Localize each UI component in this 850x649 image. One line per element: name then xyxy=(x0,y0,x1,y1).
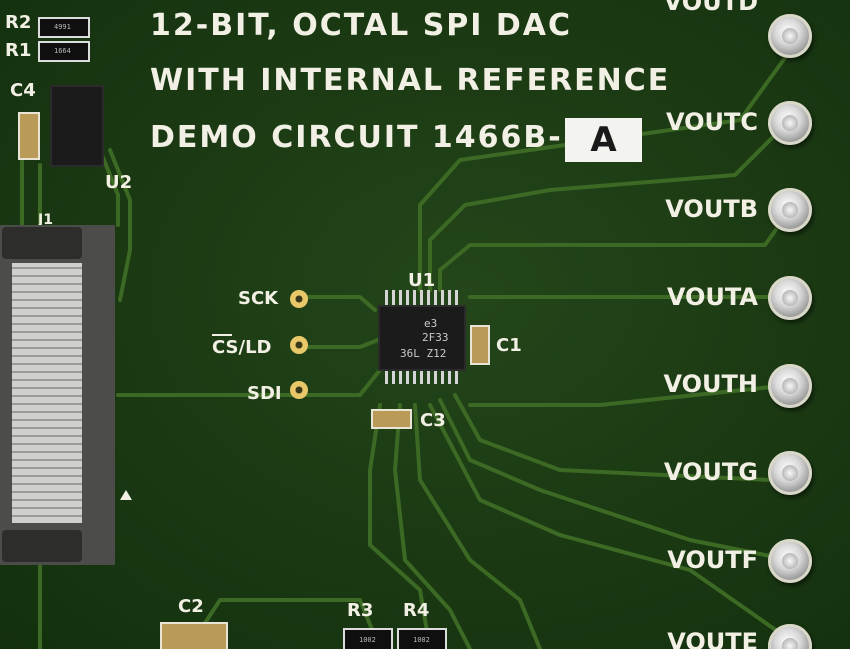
refdes-u2: U2 xyxy=(105,172,133,193)
refdes-c3: C3 xyxy=(420,410,446,431)
r1-marking: 1664 xyxy=(54,47,71,55)
resistor-r4: 1002 xyxy=(397,628,447,649)
connector-latch-top xyxy=(2,227,82,259)
dac-chip-u1: e3 2F33 36L Z12 xyxy=(378,305,466,371)
refdes-r3: R3 xyxy=(347,600,374,621)
turret-vout-top[interactable] xyxy=(768,14,812,58)
chip-u2 xyxy=(50,85,104,167)
label-voutf: VOUTF xyxy=(667,546,758,574)
board-title-line2: WITH INTERNAL REFERENCE xyxy=(150,63,671,98)
u1-pins-top xyxy=(385,290,461,308)
label-voutg: VOUTG xyxy=(663,458,758,486)
label-sck: SCK xyxy=(238,288,279,309)
refdes-r2: R2 xyxy=(5,12,32,33)
turret-voutb[interactable] xyxy=(768,188,812,232)
capacitor-c4 xyxy=(18,112,40,160)
refdes-c4: C4 xyxy=(10,80,36,101)
refdes-r1: R1 xyxy=(5,40,32,61)
chip-marking-3: 36L Z12 xyxy=(400,347,447,360)
capacitor-c1 xyxy=(470,325,490,365)
connector-slot xyxy=(12,263,82,523)
label-cs-ld: CS/LD xyxy=(212,334,272,358)
resistor-r3: 1002 xyxy=(343,628,393,649)
r4-marking: 1002 xyxy=(413,636,430,644)
connector-latch-bottom xyxy=(2,530,82,562)
refdes-r4: R4 xyxy=(403,600,430,621)
chip-marking-1: e3 xyxy=(424,317,438,330)
turret-voutc[interactable] xyxy=(768,101,812,145)
testpoint-sck[interactable] xyxy=(290,290,308,308)
r2-marking: 4991 xyxy=(54,23,71,31)
label-cs-ld-text: CS/LD xyxy=(212,337,272,358)
label-voutc: VOUTC xyxy=(665,108,758,136)
label-voutb: VOUTB xyxy=(665,195,758,223)
label-vouta: VOUTA xyxy=(666,283,758,311)
label-vouth: VOUTH xyxy=(663,370,759,398)
refdes-c2: C2 xyxy=(178,596,204,617)
board-title-line3: DEMO CIRCUIT 1466B- xyxy=(150,120,563,155)
chip-marking-2: 2F33 xyxy=(422,331,449,344)
variant-sticker: A xyxy=(565,118,642,162)
testpoint-cs-ld[interactable] xyxy=(290,336,308,354)
label-vout-top: VOUTD xyxy=(663,0,758,16)
cs-overbar xyxy=(212,334,232,336)
resistor-r1: 1664 xyxy=(38,41,90,62)
capacitor-c3 xyxy=(371,409,412,429)
r3-marking: 1002 xyxy=(359,636,376,644)
refdes-c1: C1 xyxy=(496,335,522,356)
capacitor-c2 xyxy=(160,622,228,649)
label-voute: VOUTE xyxy=(667,628,758,649)
label-sdi: SDI xyxy=(247,383,282,404)
resistor-r2: 4991 xyxy=(38,17,90,38)
turret-voutg[interactable] xyxy=(768,451,812,495)
turret-voutf[interactable] xyxy=(768,539,812,583)
turret-vouta[interactable] xyxy=(768,276,812,320)
turret-vouth[interactable] xyxy=(768,364,812,408)
ribbon-connector-j1[interactable] xyxy=(0,225,115,565)
refdes-u1: U1 xyxy=(408,270,436,291)
variant-label: A xyxy=(590,120,617,160)
refdes-j1: J1 xyxy=(38,212,53,228)
testpoint-sdi[interactable] xyxy=(290,381,308,399)
board-title-line1: 12-BIT, OCTAL SPI DAC xyxy=(150,8,573,43)
turret-voute[interactable] xyxy=(768,624,812,649)
pin1-marker-icon xyxy=(120,490,132,500)
